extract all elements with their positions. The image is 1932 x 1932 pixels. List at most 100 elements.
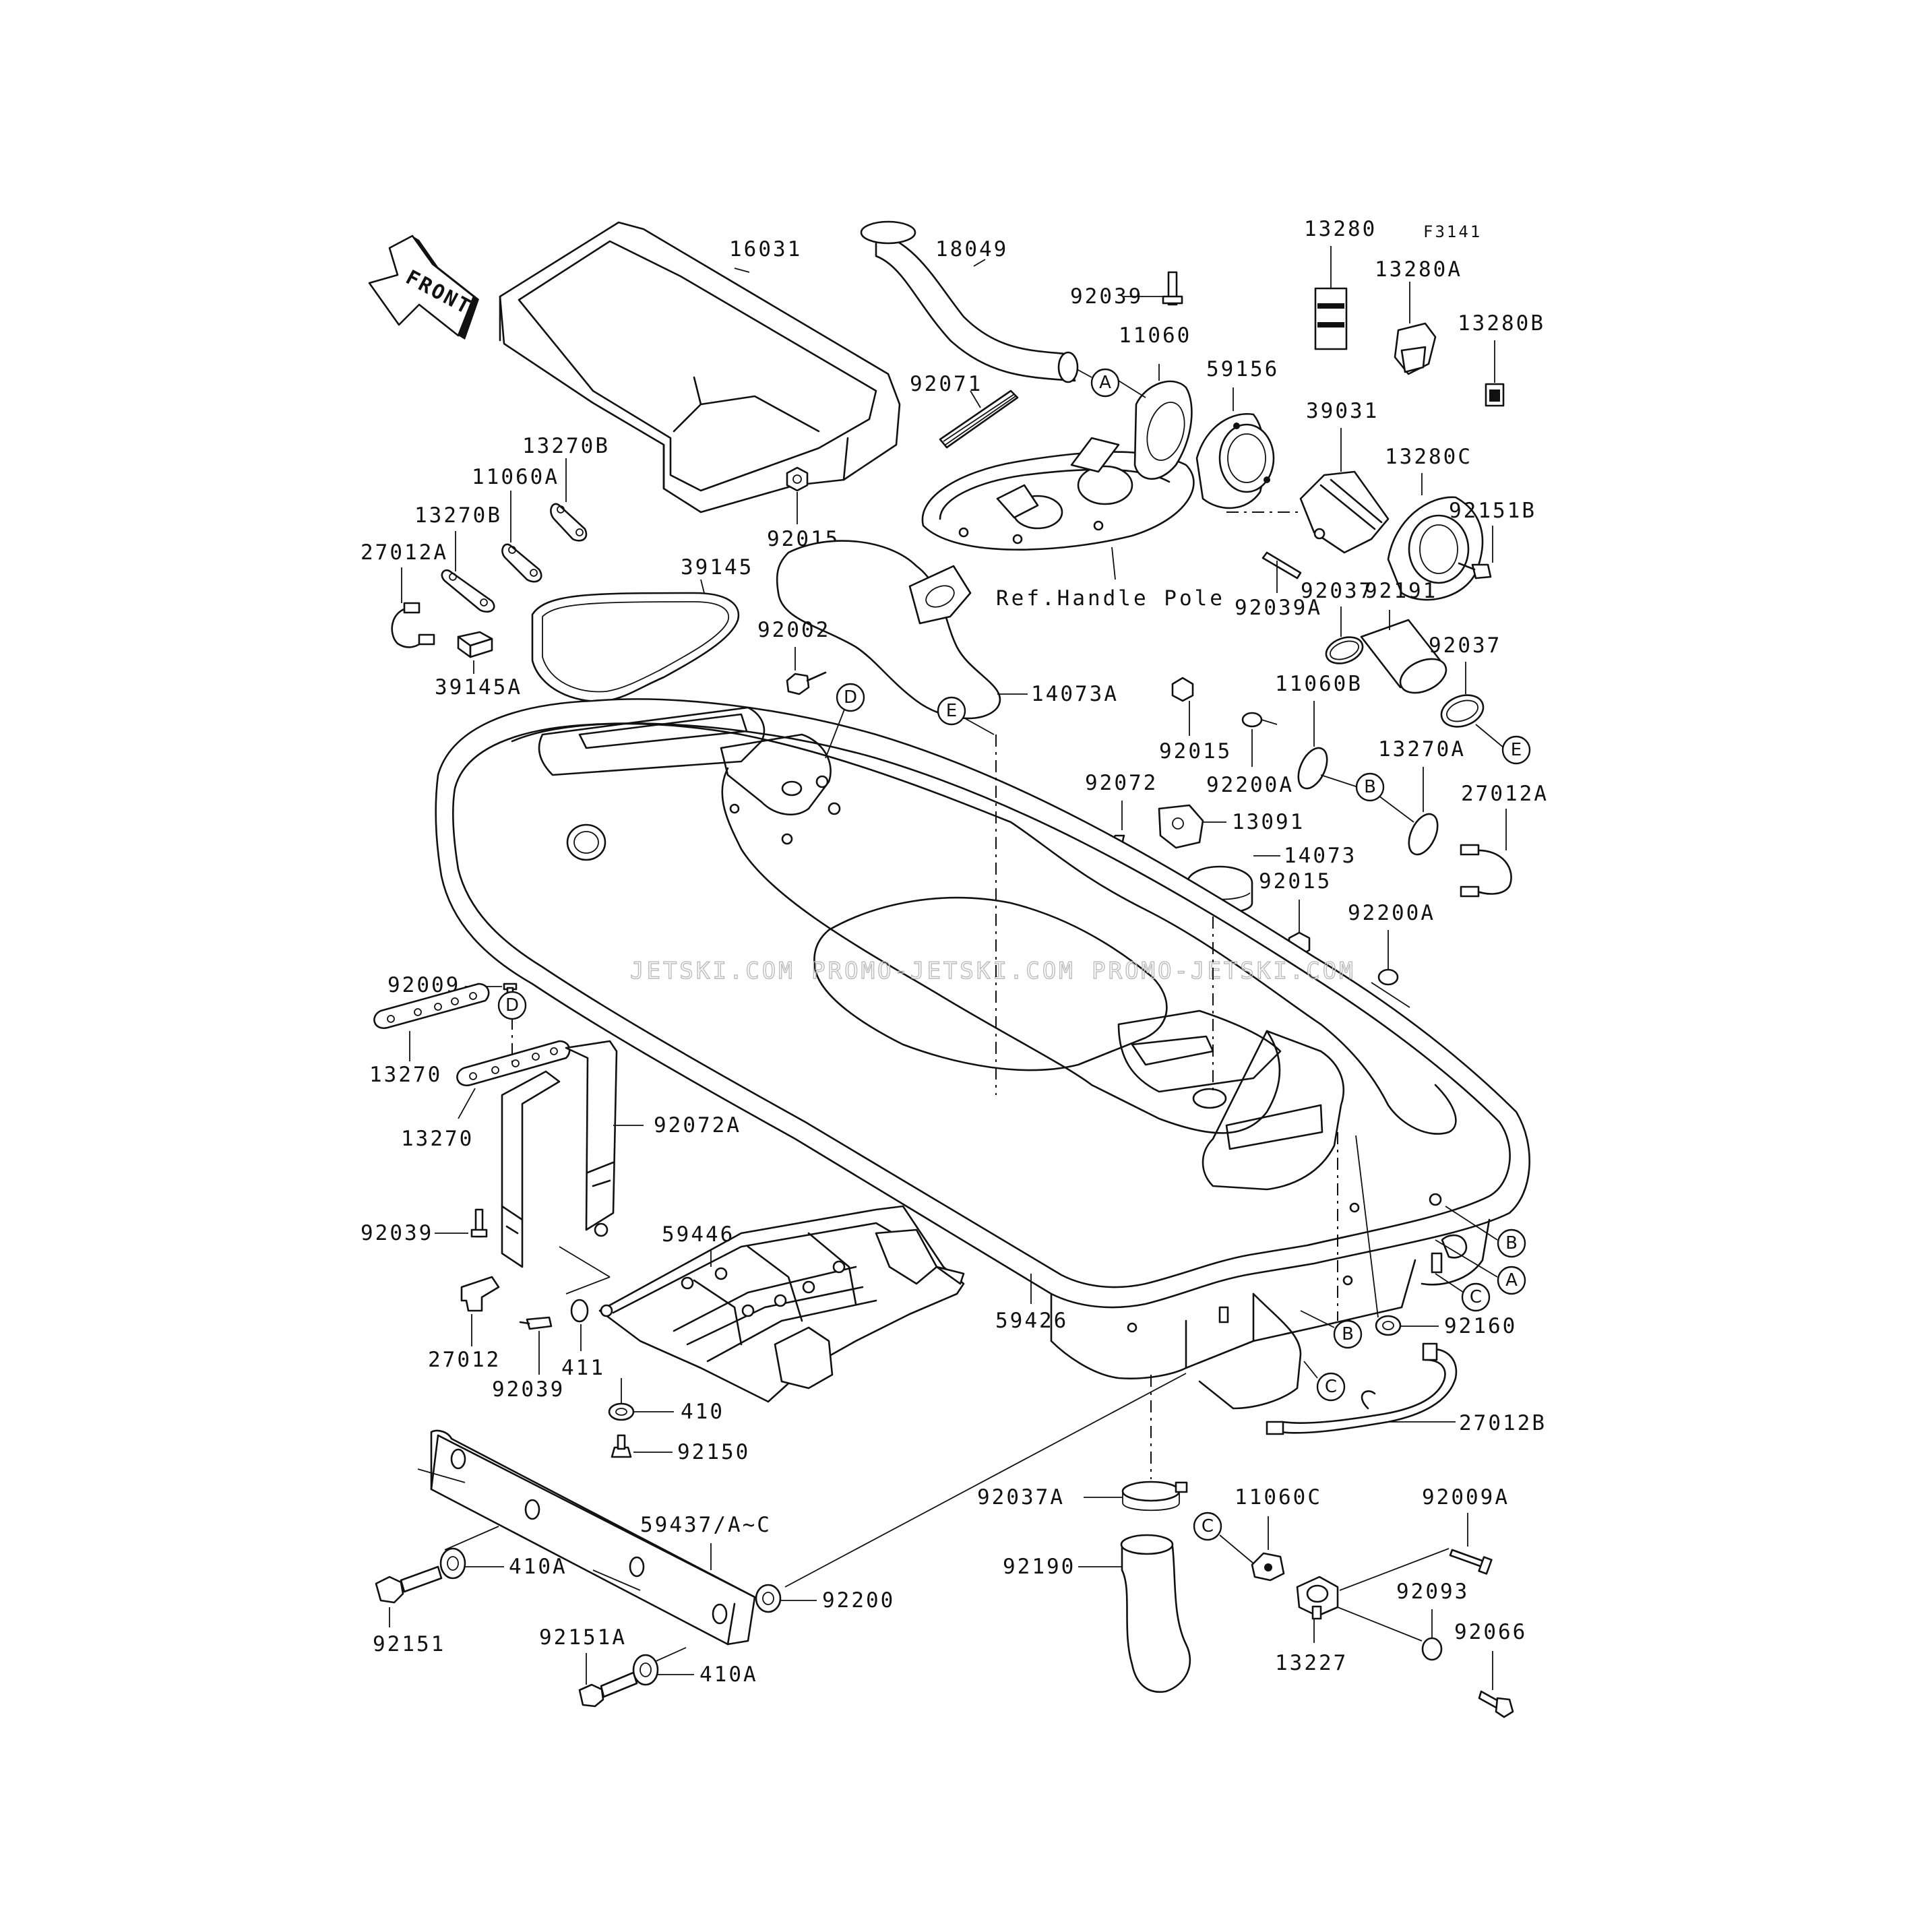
part-14073: 14073 — [1284, 844, 1357, 868]
sponson-59437 — [430, 1429, 756, 1646]
part-11060C: 11060C — [1235, 1485, 1322, 1509]
plate-13270B-2 — [550, 503, 588, 542]
svg-text:B: B — [1505, 1233, 1518, 1253]
gasket-11060 — [1133, 380, 1193, 480]
hull-59426 — [435, 698, 1530, 1410]
flange-13280C — [1387, 496, 1484, 601]
gasket-13270A — [1408, 813, 1439, 856]
callout-B-bottom: B — [1300, 1310, 1363, 1349]
svg-text:A: A — [1505, 1270, 1518, 1290]
part-13270-1: 13270 — [369, 1063, 442, 1087]
cone-39031 — [1299, 470, 1390, 554]
pin-92039-top — [1162, 271, 1183, 306]
svg-text:D: D — [505, 995, 519, 1016]
part-13270B-2: 13270B — [414, 503, 502, 528]
part-14073A: 14073A — [1031, 682, 1119, 706]
part-92039-l: 92039 — [361, 1221, 433, 1245]
washer-92200 — [755, 1584, 782, 1613]
strip-92071 — [939, 389, 1019, 449]
callout-A-top: A — [1076, 368, 1146, 398]
mount-13227 — [1296, 1576, 1339, 1620]
callout-C-right: C — [1435, 1273, 1491, 1312]
part-92015-2: 92015 — [1159, 739, 1232, 764]
part-27012A-2: 27012A — [1461, 782, 1549, 806]
plate-13270B-1 — [441, 569, 495, 613]
part-13280A: 13280A — [1375, 257, 1462, 282]
sleeve-92191 — [1360, 619, 1447, 694]
callout-D-left: D — [497, 991, 527, 1020]
clip-13280B — [1485, 383, 1505, 407]
part-92160: 92160 — [1444, 1314, 1517, 1338]
part-39145: 39145 — [681, 555, 753, 580]
strap-92072A — [501, 1040, 618, 1268]
clamp-92037A — [1121, 1481, 1188, 1512]
part-59437: 59437/A~C — [640, 1513, 772, 1537]
part-39145A: 39145A — [435, 675, 522, 699]
callout-E-right: E — [1501, 735, 1531, 765]
part-13270B-1: 13270B — [522, 434, 610, 458]
part-92190: 92190 — [1003, 1555, 1076, 1579]
part-92200A-2: 92200A — [1348, 901, 1435, 925]
part-59426: 59426 — [995, 1309, 1068, 1333]
part-13227: 13227 — [1275, 1651, 1348, 1675]
bolt-92039-bottom — [519, 1316, 553, 1330]
part-92151B: 92151B — [1449, 499, 1536, 523]
pin-92039-left — [470, 1208, 488, 1238]
part-411: 411 — [561, 1356, 605, 1380]
part-92072A: 92072A — [654, 1113, 741, 1138]
part-92151A: 92151A — [539, 1625, 627, 1650]
callout-A-right: A — [1435, 1239, 1526, 1295]
hose-14073A — [776, 540, 1001, 720]
clip-13280A — [1394, 322, 1437, 375]
part-410: 410 — [681, 1400, 724, 1424]
part-11060: 11060 — [1119, 323, 1191, 348]
handle-27012A-left — [391, 602, 435, 648]
clamp-92037-2 — [1440, 694, 1485, 728]
front-arrow-icon: FRONT — [368, 235, 479, 340]
callout-E-left: E — [937, 696, 995, 735]
part-59446: 59446 — [662, 1222, 735, 1247]
part-13270A: 13270A — [1378, 737, 1466, 761]
part-92037-2: 92037 — [1429, 633, 1501, 658]
part-92039-top: 92039 — [1070, 284, 1143, 309]
flange-59156 — [1195, 412, 1275, 509]
plate-11060C — [1251, 1552, 1285, 1582]
washer-92160 — [1375, 1315, 1402, 1336]
bolt-92009A — [1449, 1549, 1493, 1575]
svg-text:E: E — [946, 701, 957, 721]
hose-18049 — [860, 220, 1079, 383]
part-410A-1: 410A — [509, 1555, 567, 1579]
part-13270-2: 13270 — [401, 1127, 474, 1151]
part-18049: 18049 — [935, 237, 1008, 261]
bracket-27012 — [460, 1276, 500, 1312]
svg-text:B: B — [1364, 777, 1376, 797]
nut-92015-1 — [786, 466, 809, 492]
callout-B-top: B — [1320, 772, 1385, 802]
bracket-13091 — [1158, 804, 1204, 849]
part-27012B: 27012B — [1459, 1411, 1547, 1435]
part-92039-b: 92039 — [492, 1377, 565, 1402]
part-27012A-1: 27012A — [361, 540, 448, 565]
part-13280C: 13280C — [1385, 445, 1472, 469]
plate-13270-1 — [373, 983, 490, 1029]
washer-410 — [608, 1402, 635, 1421]
washer-410A-2 — [632, 1654, 659, 1686]
clip-13280 — [1314, 287, 1348, 350]
washer-411 — [570, 1299, 589, 1323]
part-39031: 39031 — [1306, 399, 1379, 423]
callout-C-bottom: C — [1303, 1361, 1346, 1402]
handle-27012B — [1266, 1342, 1458, 1435]
gasket-11060B — [1297, 747, 1328, 790]
svg-text:C: C — [1325, 1377, 1337, 1397]
drain-92066 — [1478, 1690, 1514, 1718]
handle-pole-mount — [921, 437, 1195, 551]
svg-text:A: A — [1099, 373, 1111, 393]
bolt-92002 — [786, 671, 827, 695]
part-11060A: 11060A — [472, 465, 559, 489]
seal-39145 — [531, 592, 740, 702]
svg-text:E: E — [1511, 740, 1522, 760]
part-59156: 59156 — [1206, 357, 1279, 381]
part-13280: 13280 — [1304, 217, 1377, 241]
bolt-92150 — [611, 1434, 632, 1458]
